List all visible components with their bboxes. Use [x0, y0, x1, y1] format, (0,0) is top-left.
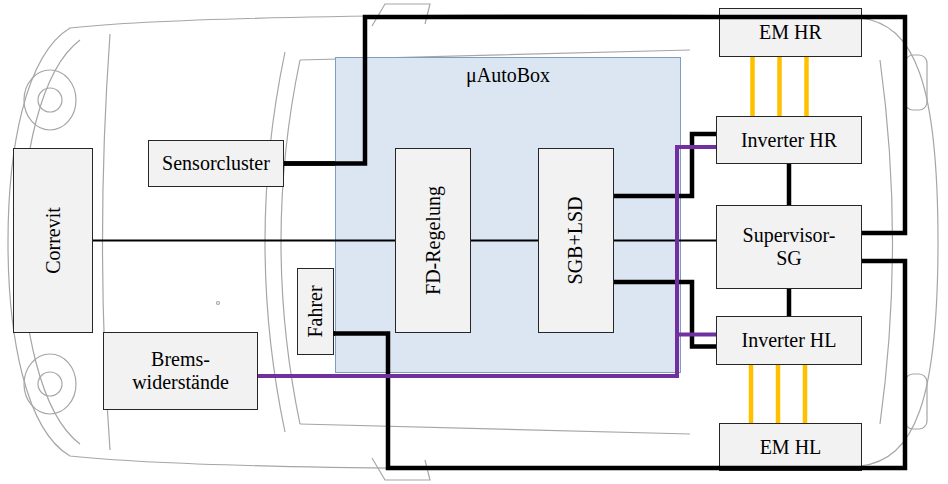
wire-connector — [776, 365, 781, 423]
driver-box: Fahrer — [297, 268, 334, 355]
node-label: SGB+LSD — [565, 197, 588, 285]
inverter-box: Inverter HR — [716, 116, 862, 164]
wire-connector — [787, 164, 792, 205]
wire-connector — [750, 57, 755, 116]
function-box: SGB+LSD — [538, 148, 614, 333]
roof-line — [300, 50, 690, 434]
node-label: Brems- widerstände — [111, 348, 251, 394]
wire-connector — [258, 147, 716, 376]
supervisor-box: Supervisor- SG — [716, 205, 862, 289]
node-label: EM HR — [759, 21, 822, 44]
motor-box: EM HL — [719, 423, 862, 471]
node-label: Supervisor- SG — [733, 224, 845, 270]
node-label: EM HL — [760, 436, 822, 459]
node-label: Sensorcluster — [162, 152, 270, 175]
resistor-box: Brems- widerstände — [103, 332, 258, 410]
wire-connector — [284, 17, 905, 233]
headlight — [24, 70, 76, 130]
node-label: FD-Regelung — [422, 186, 445, 295]
wire-connector — [334, 331, 336, 336]
node-label: Inverter HR — [741, 129, 837, 152]
windshield — [281, 60, 300, 424]
wire-connector — [804, 57, 809, 116]
sensor-box: Correvit — [13, 148, 93, 333]
controller-box: μAutoBoxFD-Regelung SGB+LSD — [335, 57, 681, 373]
wire-connector — [334, 261, 906, 468]
sensor-box: Sensorcluster — [148, 140, 284, 187]
tail-light — [905, 55, 927, 110]
node-label: Correvit — [42, 207, 65, 274]
node-label: Fahrer — [304, 285, 327, 337]
wire-connector — [614, 282, 716, 347]
windshield — [265, 52, 285, 432]
tail-light — [905, 374, 927, 429]
wire-connector — [614, 240, 716, 242]
car-body — [8, 15, 938, 469]
mirror — [372, 458, 430, 480]
node-label: Inverter HL — [742, 329, 837, 352]
wire-connector — [284, 161, 335, 166]
inverter-box: Inverter HL — [716, 316, 862, 365]
wire-connector — [614, 134, 716, 196]
function-box: FD-Regelung — [395, 148, 471, 333]
wire-connector — [777, 57, 782, 116]
motor-box: EM HR — [719, 8, 862, 57]
headlight — [24, 354, 76, 414]
rear-window — [880, 60, 893, 424]
wire-connector — [787, 289, 792, 316]
wire-connector — [471, 240, 538, 242]
wire-connector — [803, 365, 808, 423]
mirror — [372, 4, 430, 26]
wire-connector — [93, 240, 395, 242]
node-label: μAutoBox — [466, 64, 550, 87]
wire-connector — [749, 365, 754, 423]
wire-connector — [258, 335, 716, 377]
